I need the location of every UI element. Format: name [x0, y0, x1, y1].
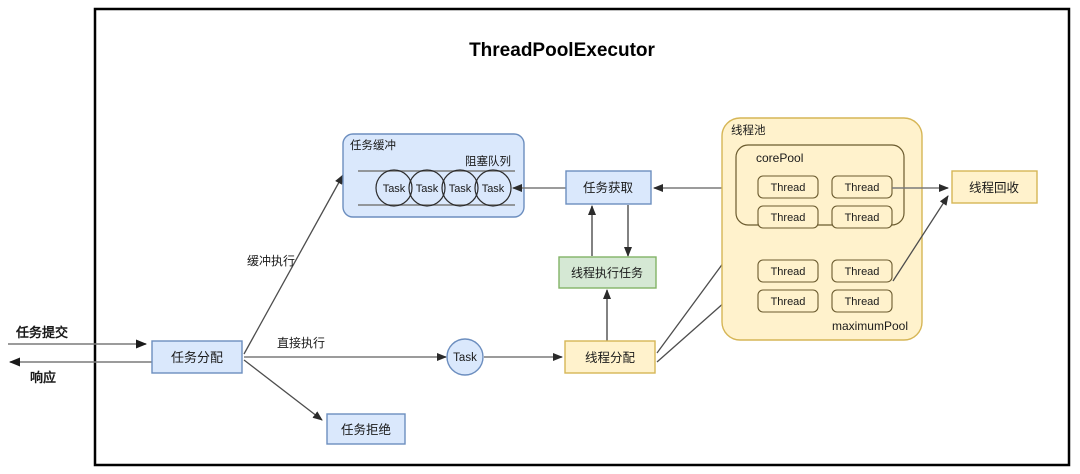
node-task-dispatch-label: 任务分配 — [171, 350, 223, 365]
node-thread-recycle-label: 线程回收 — [969, 180, 1020, 195]
outer-frame — [93, 7, 1071, 467]
blocking-queue-label: 阻塞队列 — [465, 154, 511, 168]
max-thread-1[interactable]: Thread — [831, 259, 893, 283]
submit-label: 任务提交 — [15, 325, 68, 340]
queue-task-1[interactable]: Task — [408, 169, 446, 207]
max-thread-3[interactable]: Thread — [831, 289, 893, 313]
queue-task-2-label: Task — [449, 183, 472, 195]
queue-task-2[interactable]: Task — [441, 169, 479, 207]
group-task-buffer-title: 任务缓冲 — [350, 138, 396, 152]
core-thread-0[interactable]: Thread — [757, 175, 819, 199]
queue-task-1-label: Task — [416, 183, 439, 195]
core-thread-0-label: Thread — [771, 182, 806, 194]
node-thread-dispatch-label: 线程分配 — [585, 350, 636, 365]
node-thread-exec-task-label: 线程执行任务 — [571, 265, 643, 280]
queue-task-0[interactable]: Task — [375, 169, 413, 207]
edge-maxpool-to-recycle — [892, 195, 949, 282]
edge-dispatch-to-buffer — [243, 174, 344, 355]
core-thread-1-label: Thread — [845, 182, 880, 194]
node-thread-recycle[interactable]: 线程回收 — [951, 170, 1038, 204]
core-thread-3-label: Thread — [845, 212, 880, 224]
response-label: 响应 — [30, 370, 56, 385]
edge-dispatch-to-reject — [243, 359, 323, 421]
core-thread-1[interactable]: Thread — [831, 175, 893, 199]
node-task-fetch[interactable]: 任务获取 — [565, 170, 652, 205]
group-core-pool: corePool — [735, 144, 905, 226]
queue-task-3-label: Task — [482, 183, 505, 195]
node-thread-dispatch[interactable]: 线程分配 — [564, 340, 656, 374]
core-thread-2[interactable]: Thread — [757, 205, 819, 229]
group-thread-pool: 线程池 maximumPool corePool Thread Thread T… — [721, 117, 923, 341]
max-thread-2[interactable]: Thread — [757, 289, 819, 313]
node-task-reject[interactable]: 任务拒绝 — [326, 413, 406, 445]
group-thread-pool-title: 线程池 — [731, 123, 766, 137]
node-task-fetch-label: 任务获取 — [583, 180, 634, 195]
max-thread-0[interactable]: Thread — [757, 259, 819, 283]
maximum-pool-label: maximumPool — [832, 319, 908, 333]
queue-task-0-label: Task — [383, 183, 406, 195]
node-task-reject-label: 任务拒绝 — [341, 422, 391, 437]
max-thread-0-label: Thread — [771, 266, 806, 278]
max-thread-3-label: Thread — [845, 296, 880, 308]
page-title: ThreadPoolExecutor — [469, 40, 655, 61]
node-thread-exec-task[interactable]: 线程执行任务 — [558, 256, 657, 289]
max-thread-1-label: Thread — [845, 266, 880, 278]
queue-task-3[interactable]: Task — [474, 169, 512, 207]
node-task-circle-label: Task — [453, 352, 477, 364]
max-thread-2-label: Thread — [771, 296, 806, 308]
core-thread-3[interactable]: Thread — [831, 205, 893, 229]
group-task-buffer: 任务缓冲 阻塞队列 Task Task Task Task — [342, 133, 525, 218]
edge-label-direct-exec: 直接执行 — [277, 335, 325, 350]
edge-label-buffer-exec: 缓冲执行 — [247, 253, 295, 268]
core-thread-2-label: Thread — [771, 212, 806, 224]
node-task-circle[interactable]: Task — [446, 338, 484, 376]
core-pool-label: corePool — [756, 151, 803, 165]
node-task-dispatch[interactable]: 任务分配 — [151, 340, 243, 374]
